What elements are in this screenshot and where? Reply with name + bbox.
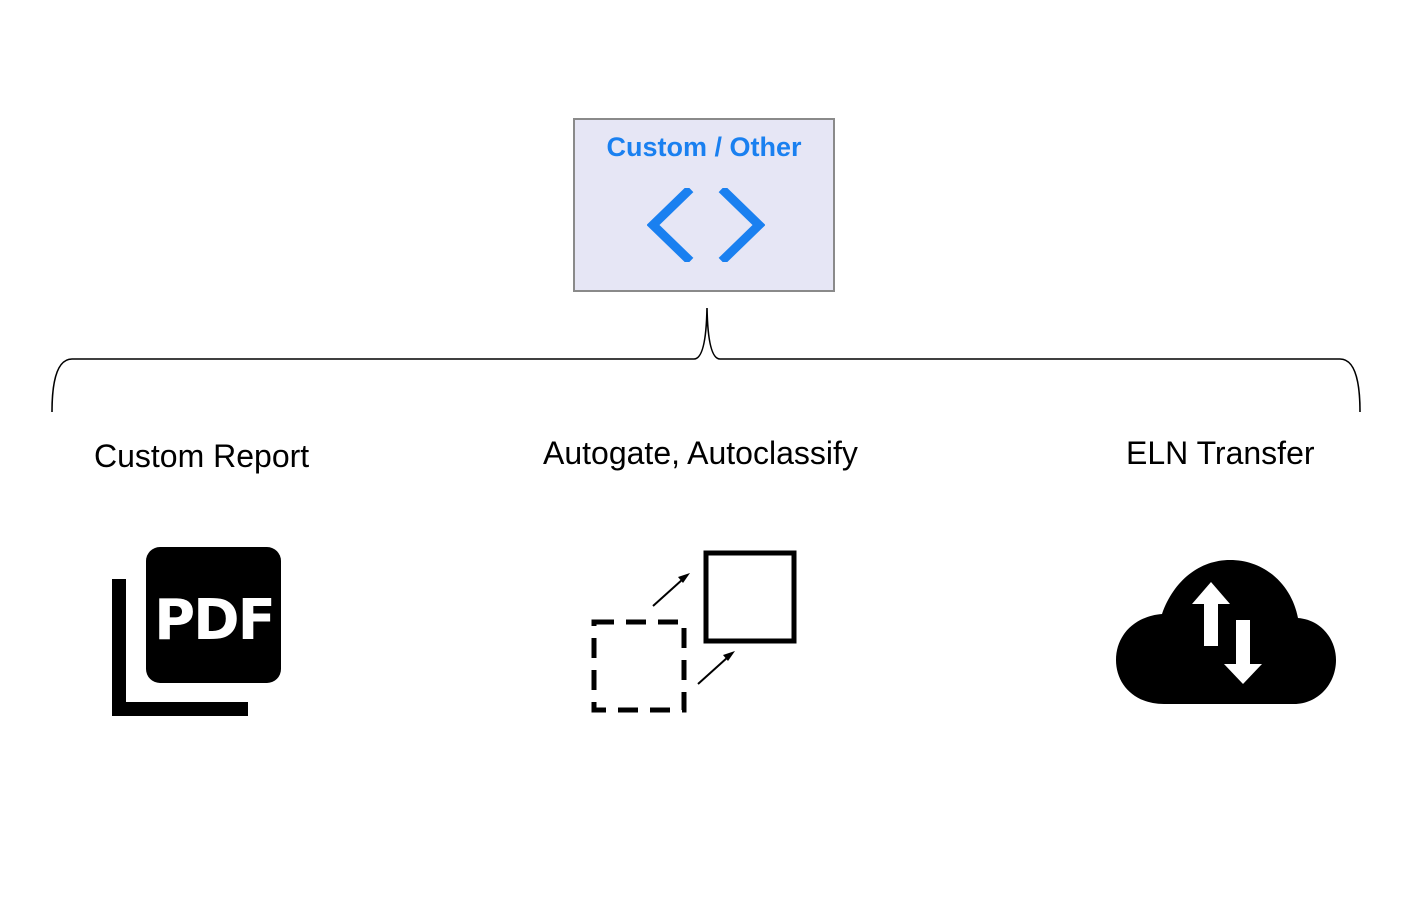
svg-text:PDF: PDF [154,588,274,653]
branch-brace [51,307,1361,413]
pdf-icon: PDF [112,547,281,716]
code-brackets-icon [647,188,765,262]
eln-transfer-label: ELN Transfer [1126,435,1315,471]
cloud-transfer-icon [1116,560,1336,704]
custom-other-box: Custom / Other [573,118,835,292]
custom-report-label: Custom Report [94,438,310,474]
custom-other-title: Custom / Other [606,132,802,162]
autogate-autoclassify-label: Autogate, Autoclassify [543,435,858,471]
autoclassify-icon [591,550,797,713]
